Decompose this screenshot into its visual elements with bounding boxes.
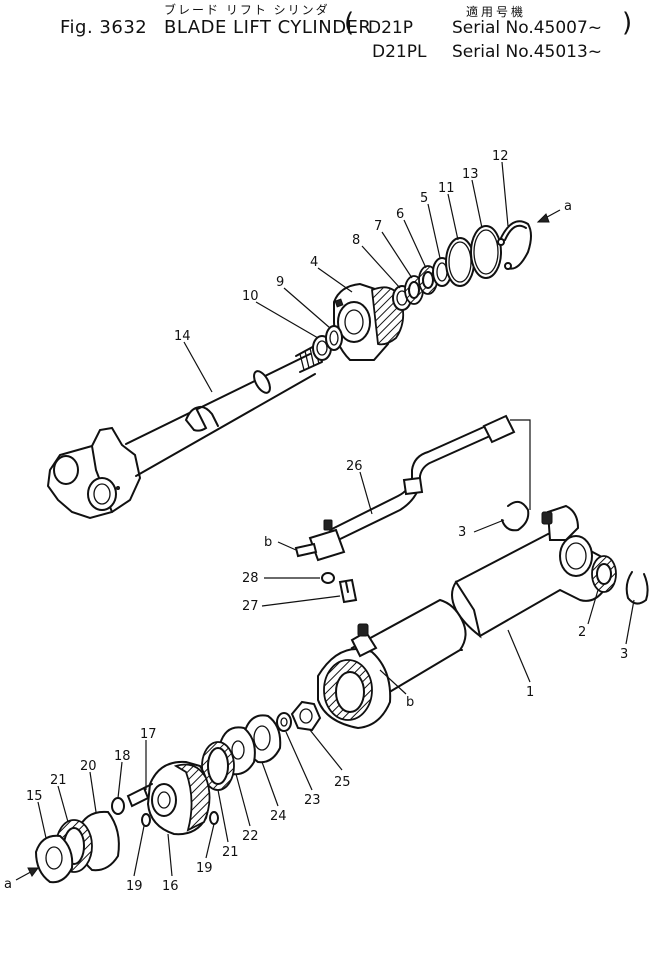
title-kana: ブレード リフト シリンダ [164, 3, 330, 17]
callout-24: 24 [270, 809, 287, 824]
callout-4: 4 [310, 255, 318, 270]
pipe-26 [294, 414, 531, 562]
callout-5: 5 [420, 191, 428, 206]
snap-ring-3-right [625, 571, 649, 605]
bolt-27 [338, 578, 358, 604]
figure-title: BLADE LIFT CYLINDER [164, 17, 372, 38]
o-ring-11 [445, 237, 475, 287]
backup-ring-13 [470, 225, 502, 279]
callout-9: 9 [276, 275, 284, 290]
leader-lines [15, 161, 635, 881]
callout-21-upper: 21 [222, 845, 239, 860]
serial-2: Serial No.45013~ [452, 42, 603, 62]
pin-19-right [209, 811, 219, 825]
callout-26: 26 [346, 459, 363, 474]
close-paren: ) [622, 8, 633, 38]
applicable-label: 適用号機 [466, 5, 527, 19]
ref-b-left: b [264, 535, 272, 550]
screw-17 [126, 783, 153, 808]
model-name-1: D21P [368, 18, 413, 38]
callout-20: 20 [80, 759, 97, 774]
callout-23: 23 [304, 793, 321, 808]
callout-1: 1 [526, 685, 534, 700]
serial-1: Serial No.45007~ [452, 18, 603, 38]
callout-3-left: 3 [458, 525, 466, 540]
ref-a-top: a [564, 199, 572, 214]
callout-13: 13 [462, 167, 479, 182]
callout-7: 7 [374, 219, 382, 234]
callout-11: 11 [438, 181, 455, 196]
callout-19-left: 19 [126, 879, 143, 894]
pin-19-left [141, 813, 151, 827]
ring-23 [276, 712, 292, 732]
snap-ring-3-left [501, 500, 530, 532]
model-name-2: D21PL [372, 42, 427, 62]
callout-3-right: 3 [620, 647, 628, 662]
callout-27: 27 [242, 599, 259, 614]
plate-15 [34, 834, 74, 884]
callout-28: 28 [242, 571, 259, 586]
callout-6: 6 [396, 207, 404, 222]
snap-ring-9 [325, 325, 343, 351]
callout-25: 25 [334, 775, 351, 790]
callout-8: 8 [352, 233, 360, 248]
callout-2: 2 [578, 625, 586, 640]
open-paren: ( [344, 8, 355, 38]
callout-22: 22 [242, 829, 259, 844]
callout-14: 14 [174, 329, 191, 344]
cylinder-tube [317, 504, 610, 730]
nut-25 [290, 700, 322, 732]
ref-a-bottom: a [4, 877, 12, 892]
piston-rod-assembly [46, 343, 323, 520]
callout-10: 10 [242, 289, 259, 304]
callout-17: 17 [140, 727, 157, 742]
nut-18 [111, 797, 125, 815]
ref-b-right: b [406, 695, 414, 710]
callout-21-lower: 21 [50, 773, 67, 788]
bushing-2 [591, 555, 617, 593]
callout-15: 15 [26, 789, 43, 804]
callout-12: 12 [492, 149, 509, 164]
o-ring-28 [321, 572, 335, 584]
callout-19-right: 19 [196, 861, 213, 876]
snap-ring-12 [497, 220, 532, 270]
figure-number: Fig. 3632 [60, 17, 148, 38]
piston-16 [146, 760, 211, 836]
callout-16: 16 [162, 879, 179, 894]
callout-numbers: 12 13 11 5 6 7 8 4 9 10 14 26 b 28 27 3 … [4, 149, 628, 894]
callout-18: 18 [114, 749, 131, 764]
